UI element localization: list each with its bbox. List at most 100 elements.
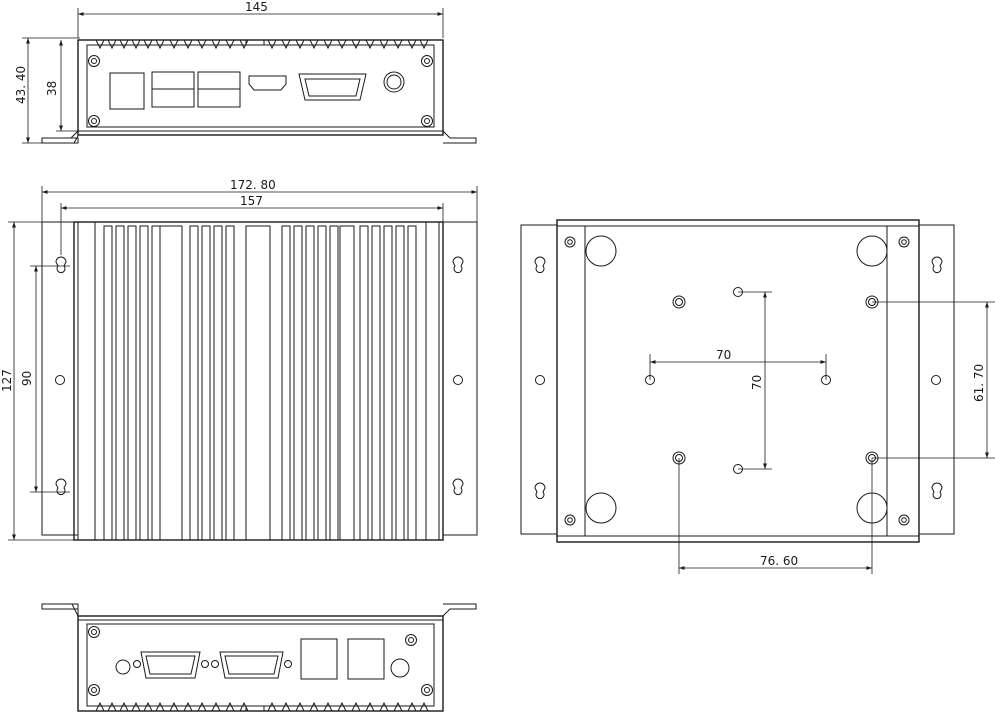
top-fin <box>107 39 117 50</box>
rail-screw-tl <box>564 236 576 248</box>
top-fin <box>143 39 153 50</box>
rear-fin <box>155 701 165 712</box>
heat-fin <box>151 225 161 541</box>
top-fin <box>225 39 235 50</box>
rear-fin <box>225 701 235 712</box>
top-fin <box>393 39 403 50</box>
top-fin <box>183 39 193 50</box>
heat-fin <box>139 225 149 541</box>
dim-145: 145 <box>245 0 268 14</box>
screw-hole-tl <box>88 55 100 67</box>
keyhole-br <box>452 478 464 496</box>
rear-port-rj45-1 <box>300 638 338 680</box>
top-fin <box>169 39 179 50</box>
rear-fin <box>351 701 361 712</box>
top-fin <box>309 39 319 50</box>
top-fin <box>197 39 207 50</box>
keyhole-bottom-br <box>931 482 943 500</box>
rear-fin <box>95 701 105 712</box>
bottom-view: 70 70 76. 60 61. 70 <box>520 219 995 574</box>
rail-screw-tr <box>898 236 910 248</box>
foot-bl <box>585 492 617 524</box>
rear-fin <box>393 701 403 712</box>
top-fin <box>95 39 105 50</box>
top-fin <box>379 39 389 50</box>
heat-fin <box>395 225 405 541</box>
rear-fin <box>183 701 193 712</box>
rear-fin <box>267 701 277 712</box>
rear-port-db9-2 <box>211 651 292 679</box>
screw-hole-br <box>421 115 433 127</box>
top-fin <box>323 39 333 50</box>
dim-157: 157 <box>240 194 263 208</box>
keyhole-bottom-tr <box>931 256 943 274</box>
heat-fin <box>189 225 199 541</box>
top-fin <box>337 39 347 50</box>
rear-fin <box>197 701 207 712</box>
rear-fin <box>365 701 375 712</box>
screw-hole-tr <box>421 55 433 67</box>
top-fin <box>351 39 361 50</box>
heat-fin <box>115 225 125 541</box>
top-fin <box>211 39 221 50</box>
power-button <box>383 71 405 93</box>
rail-screw-bl <box>564 514 576 526</box>
top-fin <box>281 39 291 50</box>
heat-fin <box>371 225 381 541</box>
rear-fin <box>295 701 305 712</box>
top-fin <box>131 39 141 50</box>
dim-61-70: 61. 70 <box>972 364 986 402</box>
rear-fin <box>211 701 221 712</box>
heat-fin <box>383 225 393 541</box>
top-fin <box>407 39 417 50</box>
heat-fin <box>201 225 211 541</box>
dim-70-horizontal: 70 <box>716 348 731 362</box>
rear-fin <box>309 701 319 712</box>
heat-fin <box>359 225 369 541</box>
rear-fin <box>419 701 429 712</box>
rear-fin <box>323 701 333 712</box>
rear-screw-bl <box>88 684 100 696</box>
dim-70-vertical: 70 <box>750 375 764 390</box>
rear-dc-jack <box>390 658 410 678</box>
top-fin <box>295 39 305 50</box>
rail-screw-br <box>898 514 910 526</box>
dim-90: 90 <box>20 371 34 386</box>
heat-fin <box>225 225 235 541</box>
top-fin <box>239 39 249 50</box>
heat-fin <box>103 225 113 541</box>
keyhole-tr <box>452 256 464 274</box>
port-db9 <box>298 73 367 101</box>
rear-fin <box>143 701 153 712</box>
keyhole-bl <box>55 478 67 496</box>
rear-port-rj45-2 <box>347 638 385 680</box>
front-view: 172. 80 157 127 90 <box>0 178 478 541</box>
heat-fin <box>127 225 137 541</box>
rear-fin <box>337 701 347 712</box>
rear-screw-tr <box>405 634 417 646</box>
top-fin <box>419 39 429 50</box>
top-fin <box>155 39 165 50</box>
port-rj45 <box>109 72 145 110</box>
flange-hole-right <box>453 375 463 385</box>
screw-hole-bl <box>88 115 100 127</box>
heat-fin <box>407 225 417 541</box>
dim-38: 38 <box>45 81 59 96</box>
top-fin <box>365 39 375 50</box>
port-hdmi <box>248 75 287 91</box>
dim-76-60: 76. 60 <box>760 554 798 568</box>
heat-fin <box>213 225 223 541</box>
heat-fin <box>329 225 339 541</box>
heat-fin <box>317 225 327 541</box>
rear-led-hole <box>115 659 131 675</box>
top-fin <box>119 39 129 50</box>
rear-fin <box>131 701 141 712</box>
rear-screw-br <box>421 684 433 696</box>
rear-fin <box>239 701 249 712</box>
keyhole-bottom-bl <box>534 482 546 500</box>
port-usb-dual-2 <box>197 71 241 108</box>
rear-fin <box>119 701 129 712</box>
rear-fin <box>379 701 389 712</box>
foot-tr <box>856 235 888 267</box>
